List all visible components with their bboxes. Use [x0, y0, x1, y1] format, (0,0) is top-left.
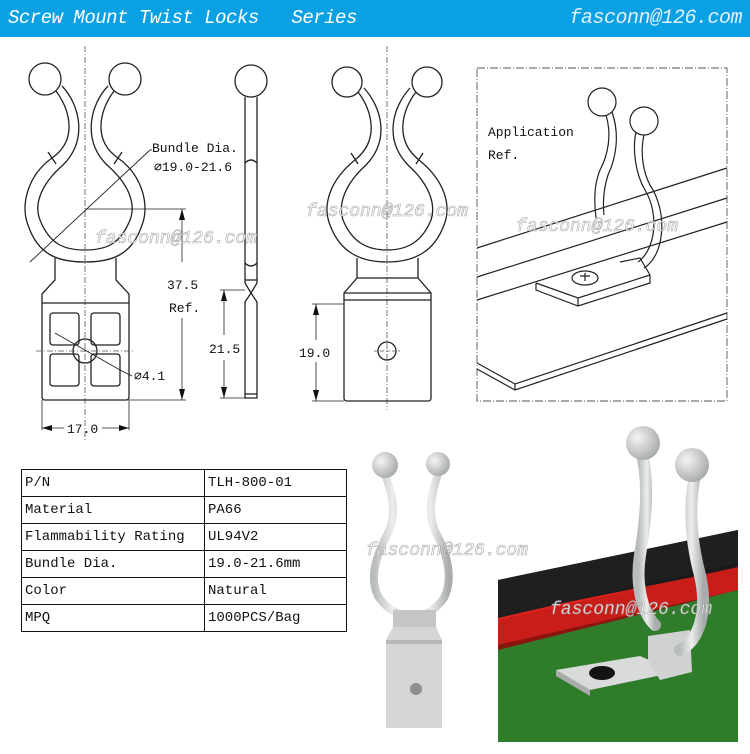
watermark-text: fasconn@126.com	[95, 229, 257, 249]
width-dim-label: 17.0	[67, 422, 98, 437]
bundle-dia-value: ⌀19.0-21.6	[154, 160, 232, 175]
bundle-dia-label: Bundle Dia.	[152, 141, 238, 156]
watermark-text: fasconn@126.com	[550, 600, 712, 620]
spec-value: 1000PCS/Bag	[204, 604, 347, 632]
table-row: Flammability Rating UL94V2	[21, 523, 347, 551]
watermark-text: fasconn@126.com	[516, 217, 678, 237]
page-title: Screw Mount Twist Locks Series	[8, 7, 357, 29]
product-3d-render	[369, 452, 453, 728]
front-view-drawing	[24, 46, 186, 440]
table-row: Bundle Dia. 19.0-21.6mm	[21, 550, 347, 578]
watermark-text: fasconn@126.com	[306, 202, 468, 222]
header-banner: Screw Mount Twist Locks Series fasconn@1…	[0, 0, 750, 37]
spec-value: 19.0-21.6mm	[204, 550, 347, 578]
spec-table: P/N TLH-800-01 Material PA66 Flammabilit…	[21, 469, 347, 632]
application-3d-render	[498, 426, 738, 742]
rear-height-label: 19.0	[299, 346, 330, 361]
application-label-line1: Application	[488, 125, 574, 140]
table-row: Material PA66	[21, 496, 347, 524]
table-row: MPQ 1000PCS/Bag	[21, 604, 347, 632]
header-email: fasconn@126.com	[569, 7, 742, 30]
height-ref-label: Ref.	[169, 301, 200, 316]
watermark-text: fasconn@126.com	[366, 541, 528, 561]
spec-value: Natural	[204, 577, 347, 605]
rear-view-drawing	[312, 46, 448, 410]
spec-value: PA66	[204, 496, 347, 524]
table-row: P/N TLH-800-01	[21, 469, 347, 497]
watermarks: fasconn@126.com fasconn@126.com fasconn@…	[95, 202, 713, 621]
table-row: Color Natural	[21, 577, 347, 605]
application-label-line2: Ref.	[488, 148, 519, 163]
spec-value: TLH-800-01	[204, 469, 347, 497]
side-view-drawing	[220, 64, 268, 399]
spec-key: P/N	[21, 469, 205, 497]
side-height-label: 21.5	[209, 342, 240, 357]
spec-key: MPQ	[21, 604, 205, 632]
application-ref-drawing	[476, 67, 728, 402]
spec-key: Material	[21, 496, 205, 524]
spec-key: Color	[21, 577, 205, 605]
spec-value: UL94V2	[204, 523, 347, 551]
spec-key: Flammability Rating	[21, 523, 205, 551]
spec-key: Bundle Dia.	[21, 550, 205, 578]
height-ref-value: 37.5	[167, 278, 198, 293]
hole-dia-label: ⌀4.1	[134, 369, 165, 384]
